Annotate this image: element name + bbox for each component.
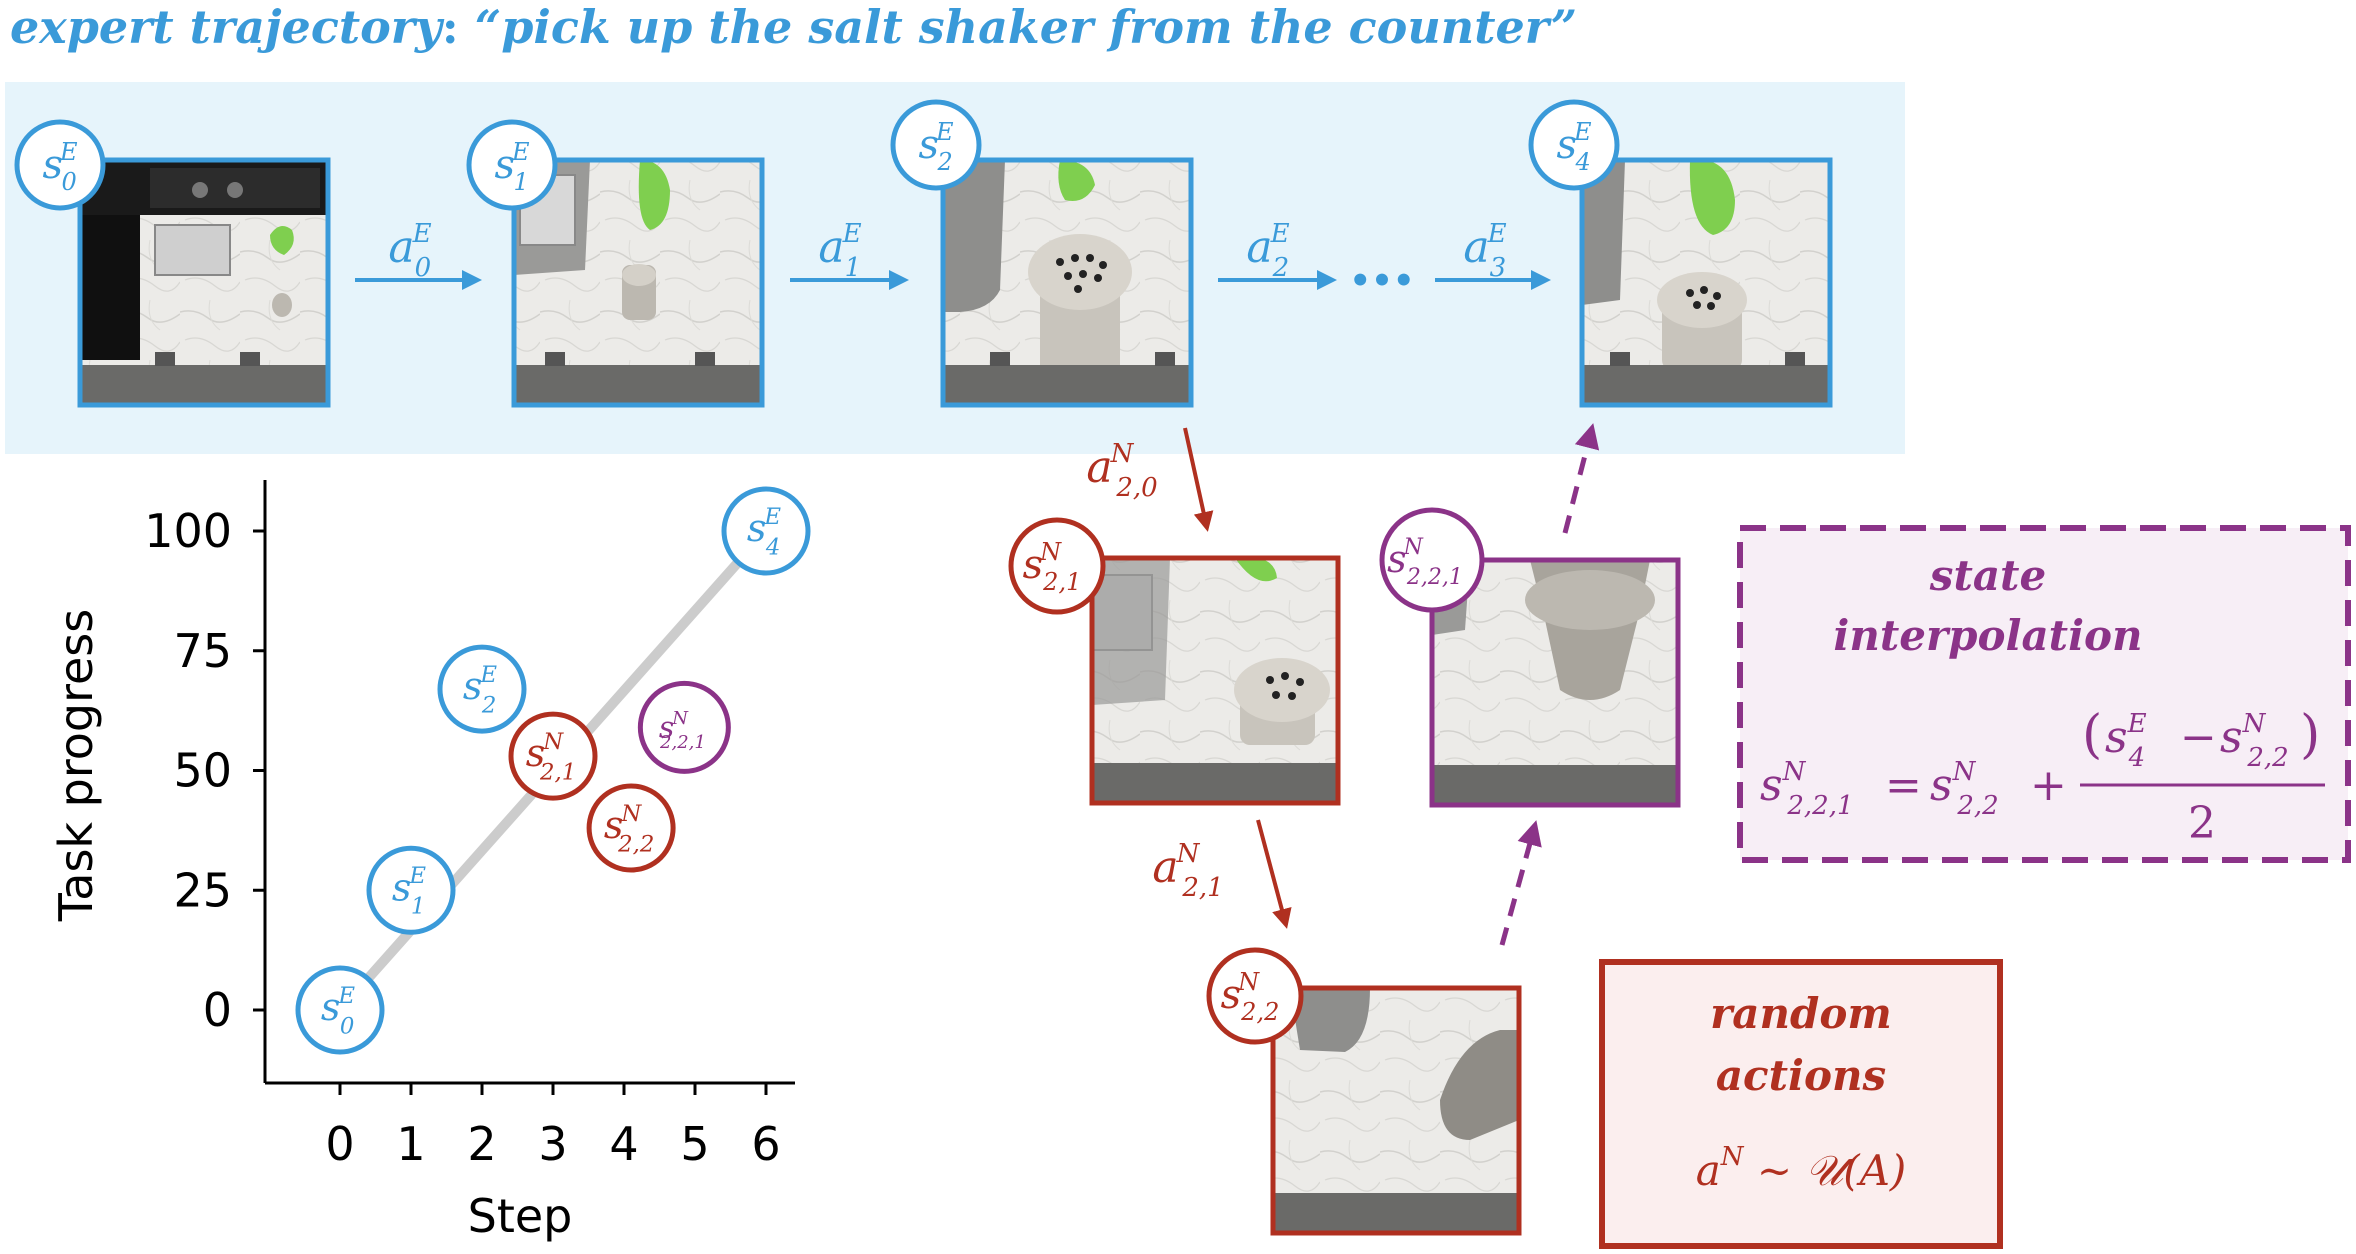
random-box-formula: aN ∼ 𝒰(A): [1696, 1142, 1907, 1195]
expert-frame-2: [940, 157, 1194, 408]
ellipsis: •••: [1349, 261, 1414, 301]
x-tick-label-0: 0: [325, 1117, 354, 1171]
interp-box-title-2: interpolation: [1833, 611, 2142, 660]
x-tick-label-2: 2: [467, 1117, 496, 1171]
interp-arrow-upper: [1562, 423, 1600, 534]
x-tick-label-5: 5: [680, 1117, 709, 1171]
x-axis-label: Step: [468, 1189, 573, 1243]
random-frame-2: [1270, 985, 1522, 1236]
expert-frame-4: [1579, 157, 1833, 408]
point-interp-6: [637, 680, 731, 774]
svg-text:aN2,0: aN2,0: [1086, 439, 1157, 503]
y-tick-label-100: 100: [144, 504, 232, 558]
interp-frame: [1429, 557, 1681, 808]
y-tick-label-0: 0: [203, 983, 232, 1037]
y-axis-label: Task progress: [49, 609, 103, 922]
interp-formula-rparen: ): [2300, 705, 2320, 765]
figure-title: expert trajectory: “pick up the salt sha…: [10, 0, 1577, 54]
random-box-title-1: random: [1710, 989, 1892, 1038]
point-random-5: [586, 783, 676, 873]
interp-formula-den: 2: [2188, 798, 2216, 849]
x-tick-label-4: 4: [609, 1117, 638, 1171]
random-frame-1: [1089, 555, 1341, 806]
interp-formula-minus: −: [2180, 712, 2217, 763]
interp-box-title-1: state: [1929, 551, 2046, 600]
x-tick-label-3: 3: [538, 1117, 567, 1171]
point-expert-0: [295, 965, 385, 1055]
x-tick-label-1: 1: [396, 1117, 425, 1171]
svg-text:aE2: aE2: [1246, 219, 1289, 283]
interp-formula-plus: +: [2030, 760, 2067, 811]
expert-frame-0: [77, 157, 331, 408]
y-tick-label-25: 25: [173, 863, 232, 917]
y-tick-label-75: 75: [173, 624, 232, 678]
svg-text:aE3: aE3: [1463, 219, 1506, 283]
point-expert-2: [437, 644, 527, 734]
point-random-4: [508, 711, 598, 801]
point-expert-1: [366, 845, 456, 935]
svg-text:sE4: sE4: [1556, 118, 1592, 176]
title-colon: :: [441, 0, 459, 54]
title-quote: “pick up the salt shaker from the counte…: [474, 0, 1578, 54]
interp-arrow-lower: [1499, 820, 1542, 946]
y-tick-label-50: 50: [173, 744, 232, 798]
svg-text:sN2,1: sN2,1: [1023, 538, 1082, 596]
interp-formula-lparen: (: [2082, 705, 2102, 765]
svg-text:sN2,2,1: sN2,2,1: [1387, 535, 1463, 590]
random-box-title-2: actions: [1716, 1051, 1886, 1100]
title-prefix: expert trajectory: [10, 0, 442, 54]
x-tick-label-6: 6: [751, 1117, 780, 1171]
point-expert-3: [721, 486, 811, 576]
expert-frame-1: [511, 157, 765, 408]
svg-text:aE0: aE0: [388, 219, 431, 283]
svg-text:sE1: sE1: [494, 138, 530, 196]
svg-text:sE0: sE0: [42, 138, 78, 196]
svg-text:aN2,1: aN2,1: [1152, 839, 1223, 903]
svg-text:sN2,2: sN2,2: [1221, 968, 1280, 1026]
svg-text:sE2: sE2: [918, 118, 954, 176]
interp-formula-eq: =: [1885, 760, 1922, 811]
random-actions-box: random actions aN ∼ 𝒰(A): [1599, 959, 2003, 1249]
svg-text:aE1: aE1: [818, 219, 861, 283]
